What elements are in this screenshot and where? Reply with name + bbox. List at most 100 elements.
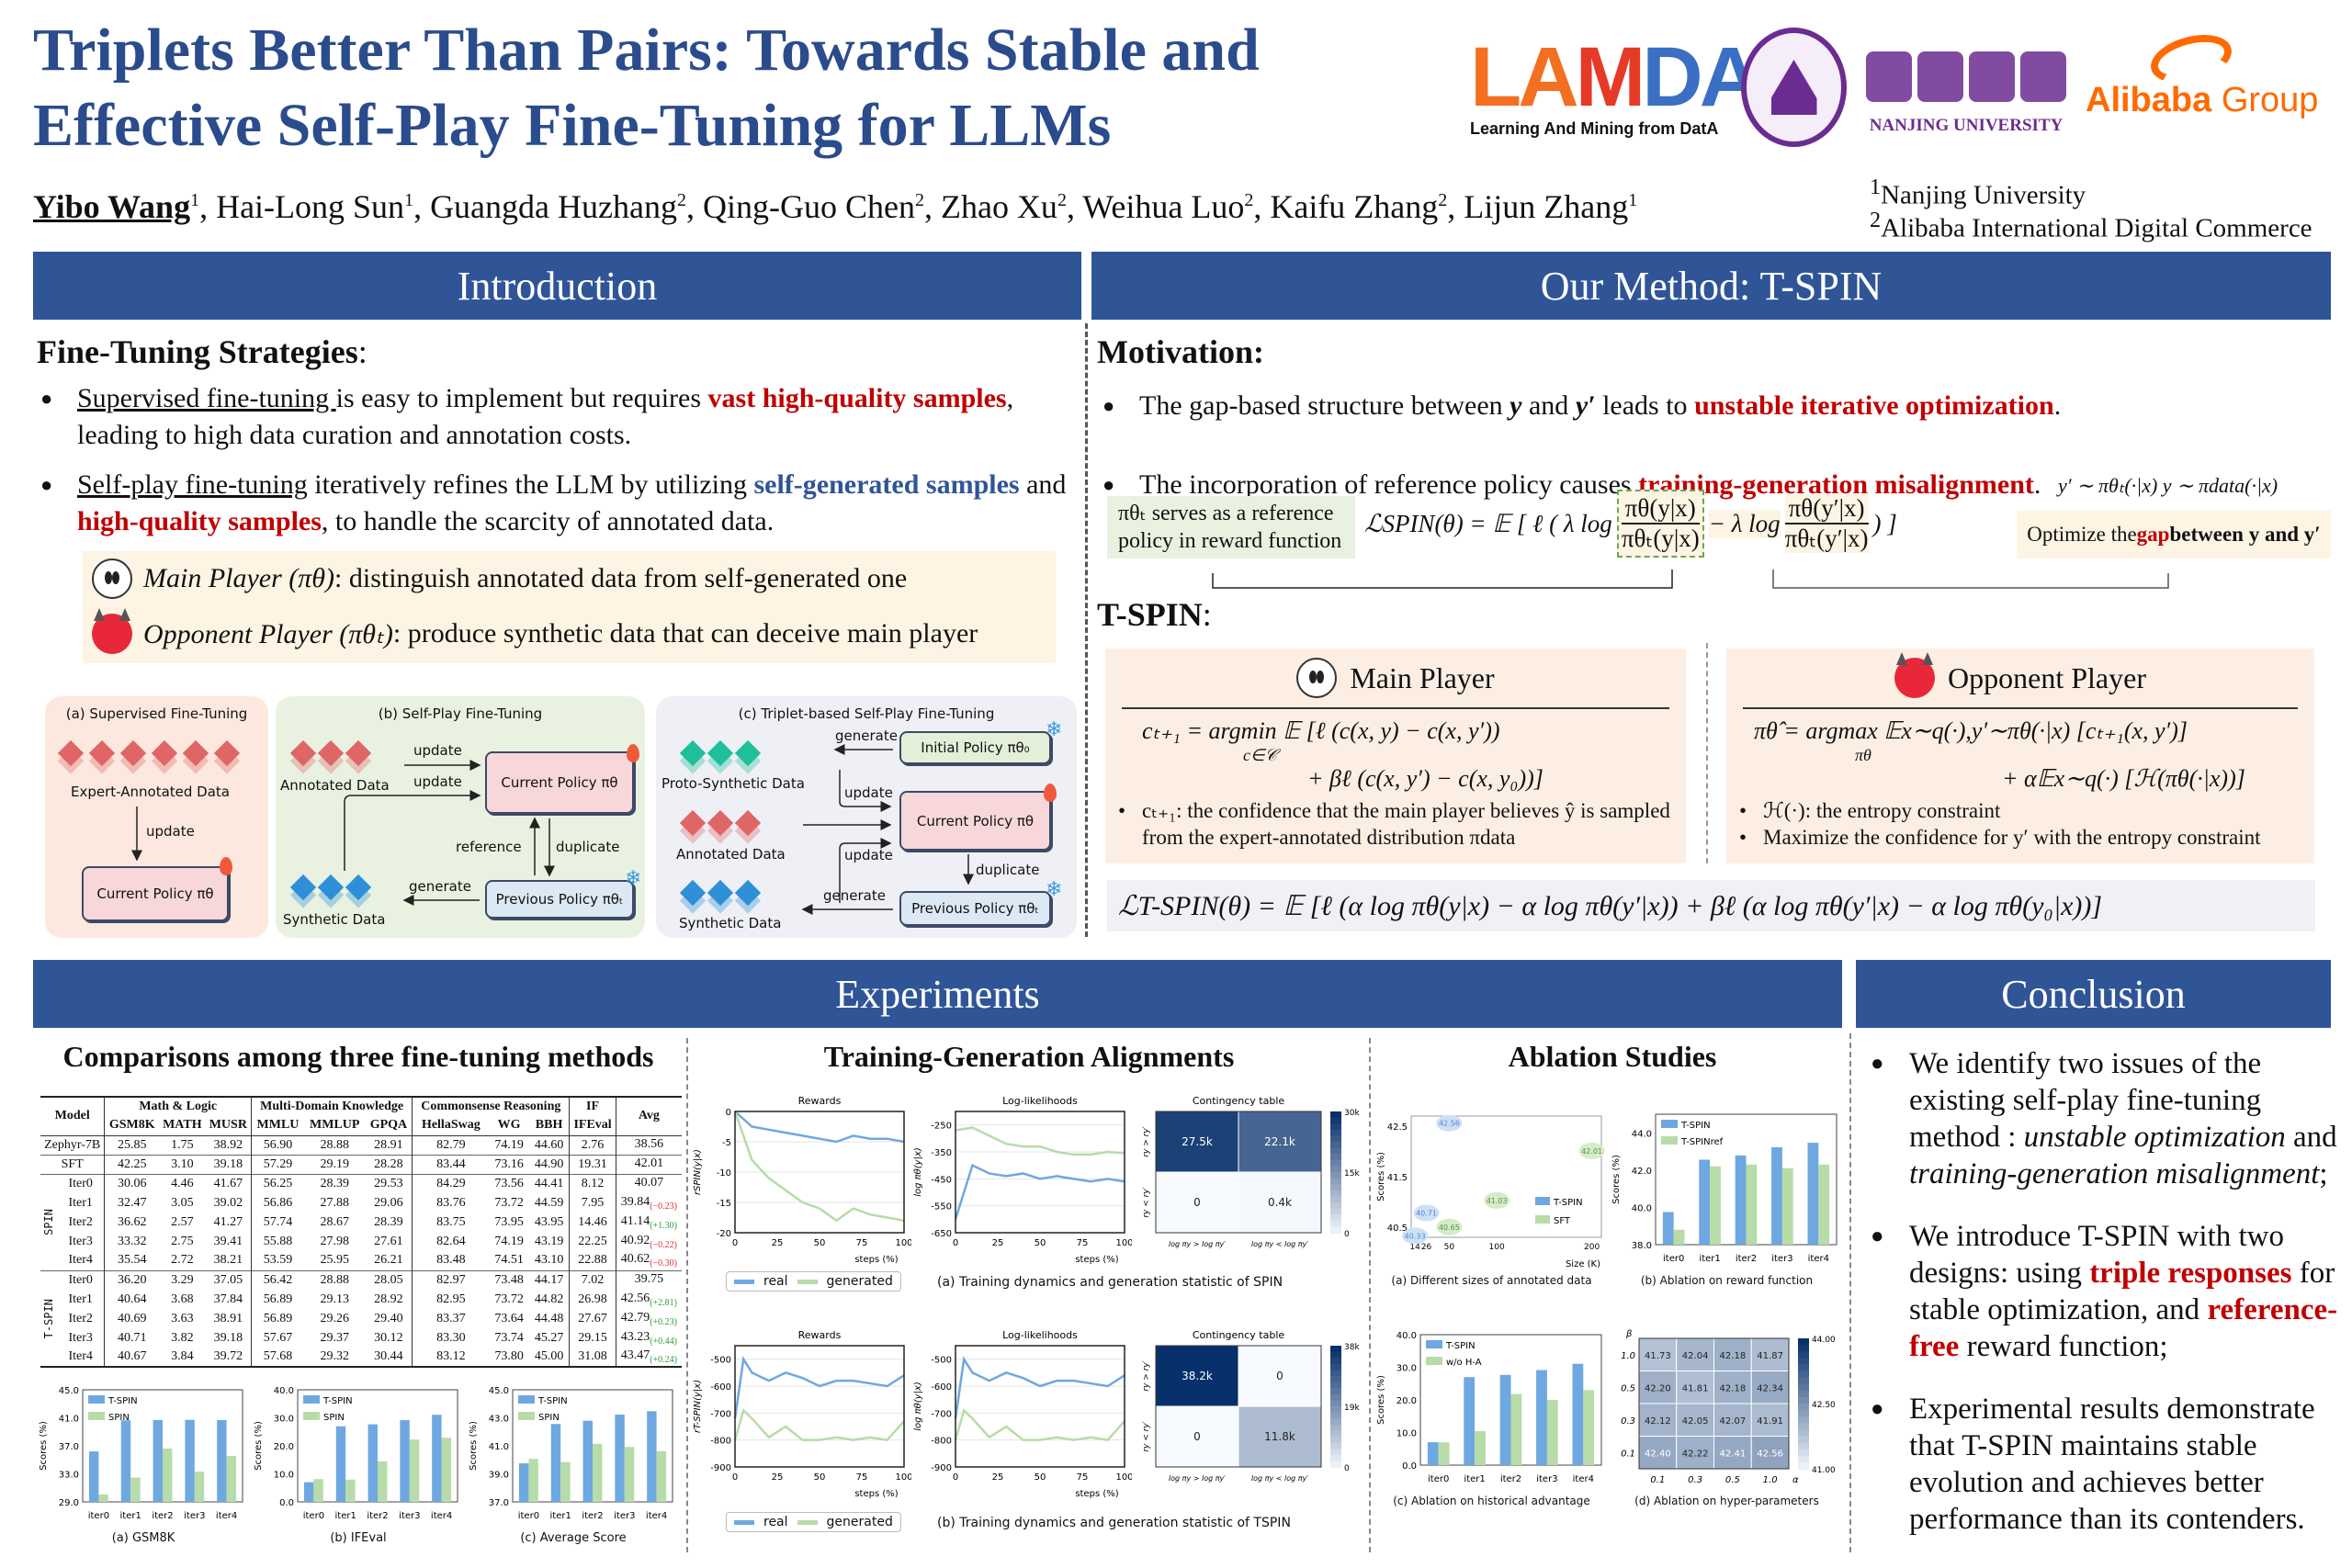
value-cell: 56.90 bbox=[250, 1135, 304, 1155]
highlight: reference-free bbox=[1909, 1293, 2338, 1363]
avg-cell: 40.62(−0.30) bbox=[615, 1251, 682, 1270]
x-tick-label: iter3 bbox=[1536, 1474, 1557, 1484]
value-cell: 57.67 bbox=[250, 1328, 304, 1348]
colorbar-tick: 44.00 bbox=[1812, 1336, 1836, 1345]
heatmap-cell bbox=[1155, 1111, 1239, 1173]
y-tick-label: -500 bbox=[931, 1356, 952, 1366]
point bbox=[1578, 1142, 1605, 1159]
plot-frame bbox=[955, 1345, 1125, 1468]
colorbar-segment bbox=[1798, 1390, 1809, 1398]
x-tick-label: iter4 bbox=[1808, 1254, 1829, 1264]
chart-caption: (b) Training dynamics and generation sta… bbox=[937, 1516, 1291, 1530]
value-cell: 30.06 bbox=[104, 1174, 160, 1193]
panel-divider bbox=[1706, 643, 1708, 863]
policy-label: Previous Policy πθₜ bbox=[495, 891, 624, 908]
value-cell: 39.72 bbox=[213, 1349, 243, 1363]
value-cell: 44.48 bbox=[534, 1311, 564, 1325]
y-axis-label: Scores (%) bbox=[254, 1421, 264, 1471]
value-cell: 40.64 bbox=[104, 1290, 160, 1309]
x-tick-label: 100 bbox=[1115, 1472, 1132, 1483]
bar-t-spin bbox=[1662, 1212, 1674, 1245]
colorbar-segment bbox=[1330, 1208, 1341, 1216]
col-label: 0.3 bbox=[1688, 1475, 1702, 1485]
colorbar-segment bbox=[1330, 1393, 1341, 1402]
value-cell: 27.67 bbox=[569, 1309, 616, 1328]
x-tick-label: 100 bbox=[1115, 1238, 1132, 1248]
divider bbox=[686, 1038, 688, 1552]
formula-rhs: ) ] bbox=[1872, 509, 1897, 537]
col-label: 1.0 bbox=[1763, 1475, 1778, 1485]
text: . bbox=[2053, 390, 2062, 421]
model-cell: Iter1 bbox=[68, 1292, 93, 1306]
bar-t-spin bbox=[647, 1411, 657, 1502]
cell-label: 42.18 bbox=[1720, 1351, 1747, 1361]
previous-policy-box: Previous Policy πθₜ bbox=[899, 891, 1051, 926]
generate-label: generate bbox=[409, 878, 471, 895]
panel-title: (c) Triplet-based Self-Play Fine-Tuning bbox=[738, 705, 995, 722]
avg-value: 42.79 bbox=[620, 1310, 650, 1325]
bar-spin bbox=[130, 1477, 141, 1502]
text: We identify two issues of the existing s… bbox=[1909, 1047, 2262, 1154]
value-cell: 57.68 bbox=[250, 1348, 304, 1367]
author-sup: 1 bbox=[404, 190, 414, 210]
point-label: 42.01 bbox=[1581, 1147, 1602, 1156]
data-label: Expert-Annotated Data bbox=[71, 784, 230, 800]
plot-frame bbox=[1155, 1111, 1322, 1234]
intro-bullet-sft: Supervised fine-tuning is easy to implem… bbox=[33, 380, 1080, 454]
column-header: HellaSwag bbox=[412, 1116, 490, 1135]
value-cell: 19.31 bbox=[569, 1155, 616, 1174]
bar-t-spin bbox=[550, 1424, 561, 1502]
colorbar-tick: 38k bbox=[1344, 1343, 1360, 1352]
nju-wordmark-logo: NANJING UNIVERSITY bbox=[1856, 44, 2076, 145]
bar-spin bbox=[345, 1479, 356, 1502]
x-tick-label: iter4 bbox=[1573, 1474, 1594, 1484]
legend-swatch bbox=[1661, 1120, 1678, 1128]
x-tick-label: iter1 bbox=[550, 1511, 571, 1521]
previous-policy-box: Previous Policy πθₜ bbox=[485, 880, 634, 919]
opponent-eq-line1: πθ̂ = argmax 𝔼x∼q(·),y′∼πθ(·|x) [cₜ₊₁(x,… bbox=[1754, 717, 2188, 744]
value-cell: 25.85 bbox=[104, 1135, 160, 1155]
separator: , bbox=[413, 188, 431, 225]
x-tick-label: 0 bbox=[732, 1472, 738, 1483]
plot-frame bbox=[955, 1111, 1125, 1234]
value-cell: 14.46 bbox=[569, 1213, 616, 1232]
y-axis-label: Scores (%) bbox=[469, 1421, 479, 1471]
legend-swatch bbox=[518, 1395, 535, 1404]
avg-cell: 39.84(−0.23) bbox=[615, 1193, 682, 1213]
value-cell: 83.75 bbox=[412, 1213, 490, 1232]
text: ; bbox=[2319, 1157, 2328, 1190]
avg-delta: (+0.23) bbox=[650, 1316, 678, 1327]
value-cell: 27.88 bbox=[320, 1195, 349, 1210]
policy-label: Current Policy πθ bbox=[96, 886, 214, 902]
y-tick-label: 0.0 bbox=[1402, 1461, 1417, 1472]
affiliation-2: 2Alibaba International Digital Commerce bbox=[1870, 208, 2312, 244]
main-player-panel: Main Player cₜ₊₁ = argmin 𝔼 [ℓ (c(x, y) … bbox=[1105, 649, 1686, 863]
value-cell: 3.68 bbox=[171, 1292, 194, 1306]
arrows bbox=[801, 744, 974, 915]
value-cell: 29.37 bbox=[320, 1330, 349, 1345]
aff-name: Alibaba International Digital Commerce bbox=[1881, 213, 2312, 243]
value-cell: 45.00 bbox=[534, 1349, 564, 1363]
main-player-row: Main Player (πθ): distinguish annotated … bbox=[83, 551, 1056, 606]
value-cell: 2.76 bbox=[569, 1135, 616, 1155]
colorbar-segment bbox=[1330, 1111, 1341, 1119]
x-tick-label: iter1 bbox=[1464, 1474, 1485, 1484]
avg-value: 39.84 bbox=[620, 1194, 650, 1209]
fine-tuning-strategies-heading: Fine-Tuning Strategies: bbox=[37, 333, 368, 371]
x-tick-label: 75 bbox=[1077, 1238, 1089, 1248]
author-sup: 2 bbox=[914, 190, 924, 210]
update-label: update bbox=[413, 742, 462, 759]
value-cell: 33.32 bbox=[104, 1232, 160, 1251]
bar-w-o-h-a bbox=[1510, 1393, 1522, 1465]
bar-w-o-h-a bbox=[1475, 1431, 1486, 1465]
value-cell: 29.40 bbox=[374, 1311, 403, 1325]
main-note: cₜ₊₁: the confidence that the main playe… bbox=[1105, 797, 1686, 851]
cell-label: 42.04 bbox=[1682, 1351, 1709, 1361]
x-tick-label: 75 bbox=[1077, 1472, 1089, 1483]
